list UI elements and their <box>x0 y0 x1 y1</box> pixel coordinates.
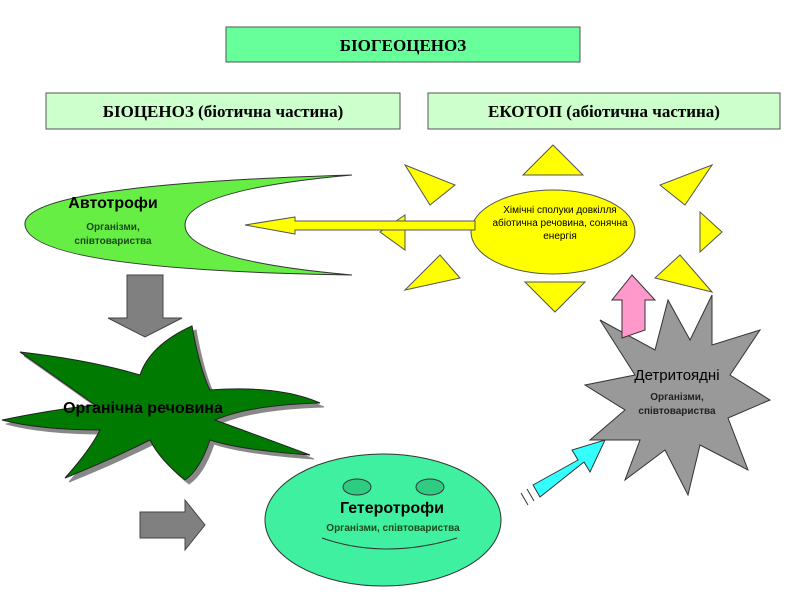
cyan-arrow <box>520 439 606 506</box>
left-eye <box>342 478 372 496</box>
svg-text:абіотична речовина, сонячна: абіотична речовина, сонячна <box>492 217 628 229</box>
organic-matter-blob <box>1 325 321 481</box>
detritivores-star: Детритоядні Організми, співтовариства <box>583 294 772 497</box>
right-eye <box>415 478 445 496</box>
organic-matter-label: Органічна речовина <box>63 400 223 417</box>
detritivores-sub2: співтовариства <box>638 406 716 417</box>
heterotrophs-face: Гетеротрофи Організми, співтовариства <box>264 453 502 587</box>
ecotope-text: ЕКОТОП (абіотична частина) <box>488 102 720 121</box>
title-box: БІОГЕОЦЕНОЗ <box>225 26 581 63</box>
svg-text:Хімічні сполуки довкілля: Хімічні сполуки довкілля <box>503 205 616 216</box>
ecotope-box: ЕКОТОП (абіотична частина) <box>427 92 781 130</box>
smile <box>321 537 458 550</box>
biocenosis-box: БІОЦЕНОЗ (біотична частина) <box>45 92 401 130</box>
gray-arrow-right <box>139 498 206 552</box>
yellow-arrow-left <box>244 216 476 235</box>
detritivores-title: Детритоядні <box>634 367 719 384</box>
autotrophs-sub1: Організми, <box>86 222 140 233</box>
autotrophs-sub2: співтовариства <box>74 236 152 247</box>
autotrophs-crescent: Автотрофи Організми, співтовариства <box>24 174 353 276</box>
title-text: БІОГЕОЦЕНОЗ <box>340 36 466 55</box>
autotrophs-title: Автотрофи <box>68 195 157 212</box>
heterotrophs-sub: Організми, співтовариства <box>326 523 460 534</box>
pink-arrow-up <box>610 274 657 339</box>
detritivores-sub1: Організми, <box>650 392 704 403</box>
heterotrophs-title: Гетеротрофи <box>340 500 444 517</box>
sun-label: Хімічні сполуки довкілля абіотична речов… <box>492 205 628 242</box>
svg-text:енергія: енергія <box>543 231 577 242</box>
biocenosis-text: БІОЦЕНОЗ (біотична частина) <box>103 102 343 121</box>
gray-arrow-down <box>107 274 183 338</box>
